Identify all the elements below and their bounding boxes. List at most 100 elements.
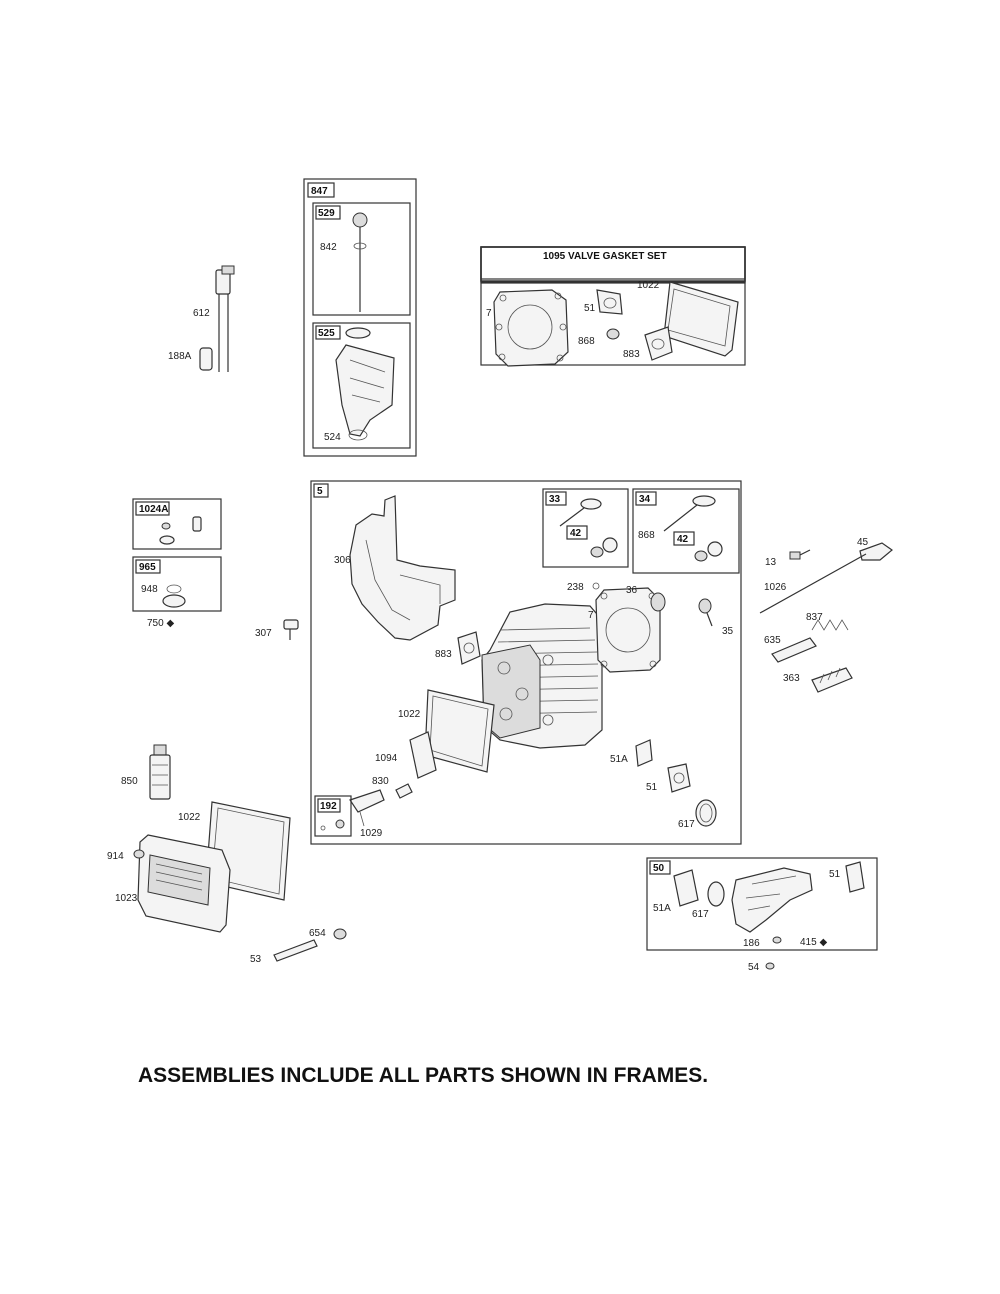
frame-5-label: 5 [317,486,323,497]
rocker-plate-1094-part [409,731,437,779]
label-35: 35 [722,626,734,637]
rocker-arm-830-part [395,783,413,799]
frame-34: 34 42 [632,488,740,574]
frame-1095: 1095 VALVE GASKET SET [480,246,746,284]
head-gasket-7-part [493,289,569,367]
frame-34-label: 34 [639,494,651,505]
label-1094: 1094 [375,753,398,764]
label-1029: 1029 [360,828,383,839]
label-307: 307 [255,628,272,639]
bolt-54-part [765,962,775,970]
bolt-307-part [283,619,299,640]
spring-837-part [811,619,849,631]
label-654: 654 [309,928,326,939]
frame-192: 192 [314,795,352,837]
frame-192-label: 192 [320,801,337,812]
frame-965-label: 965 [139,562,156,573]
dipstick-part [352,212,368,312]
plug-36-part [650,592,666,612]
label-188A: 188A [168,351,192,362]
assemblies-footer-note: ASSEMBLIES INCLUDE ALL PARTS SHOWN IN FR… [138,1064,709,1087]
label-51-frame5: 51 [646,782,658,793]
seal-868-part [606,328,620,340]
label-53: 53 [250,954,262,965]
label-1022-gasket-set: 1022 [637,280,660,291]
frame-1095-full-box [480,246,746,366]
bolt-13-part [789,549,811,560]
frame-529-label: 529 [318,208,335,219]
frame-847: 847 529 525 [303,178,417,457]
label-750: 750 ◆ [147,618,174,629]
intake-gasket-883-frame5-part [457,631,481,665]
label-306: 306 [334,555,351,566]
dipstick-tube-part [335,327,395,441]
label-1022-cover: 1022 [178,812,201,823]
head-gasket-7-frame5-part [595,587,661,673]
spring-363-part [811,667,853,693]
gasket-51-frame5-part [667,763,691,793]
label-837: 837 [806,612,823,623]
label-363: 363 [783,673,800,684]
label-51A-frame50: 51A [653,903,671,914]
pushrod-1026-part [759,553,867,614]
rocker-cover-gasket-1022-frame5-part [424,689,495,773]
label-45: 45 [857,537,869,548]
pushrod-45-part [859,542,893,561]
intake-gasket-883-part [644,326,673,361]
label-1023: 1023 [115,893,138,904]
label-36: 36 [626,585,638,596]
tube-612-part [199,265,235,372]
label-54: 54 [748,962,760,973]
label-830: 830 [372,776,389,787]
frame-965: 965 [132,556,222,612]
tappet-635-part [771,637,817,663]
sealant-850-part [149,744,171,800]
label-415: 415 ◆ [800,937,827,948]
label-13: 13 [765,557,777,568]
frame-50: 50 [646,857,878,951]
label-186: 186 [743,938,760,949]
label-612: 612 [193,308,210,319]
rocker-cover-gasket-1022-part [663,281,739,357]
frame-1024A-label: 1024A [139,504,168,515]
label-868-gasket-set: 868 [578,336,595,347]
screw-914-part [133,849,145,859]
label-7-frame5: 7 [588,610,594,621]
label-1026: 1026 [764,582,787,593]
label-617-frame5: 617 [678,819,695,830]
label-883-gasket-set: 883 [623,349,640,360]
gasket-617-frame5-part [695,799,717,827]
exhaust-gasket-51-part [596,289,623,315]
frame-1095-label: 1095 VALVE GASKET SET [543,251,667,262]
frame-42b-label: 42 [677,534,689,545]
label-850: 850 [121,776,138,787]
label-51A-frame5: 51A [610,754,628,765]
frame-33-label: 33 [549,494,561,505]
washer-238-part [592,582,600,590]
label-7-gasket-set: 7 [486,308,492,319]
label-914: 914 [107,851,124,862]
label-868-frame34: 868 [638,530,655,541]
label-617-frame50: 617 [692,909,709,920]
frame-33: 33 42 [542,488,629,568]
frame-42a-label: 42 [570,528,582,539]
label-842: 842 [320,242,337,253]
deflector-306-part [349,495,456,641]
nut-654-part [333,928,347,940]
label-635: 635 [764,635,781,646]
frame-525-label: 525 [318,328,335,339]
frame-1024A: 1024A [132,498,222,550]
label-51-gasket-set: 51 [584,303,596,314]
label-1022-frame5: 1022 [398,709,421,720]
rocker-cover-1023-part [137,834,231,933]
stud-53-part [273,939,318,962]
label-51-frame50: 51 [829,869,841,880]
label-948: 948 [141,584,158,595]
label-883-frame5: 883 [435,649,452,660]
gasket-51A-frame5-part [635,739,653,767]
frame-847-label: 847 [311,186,328,197]
frame-50-label: 50 [653,863,665,874]
frame-5: 5 [310,480,742,845]
stud-35-part [698,598,713,627]
